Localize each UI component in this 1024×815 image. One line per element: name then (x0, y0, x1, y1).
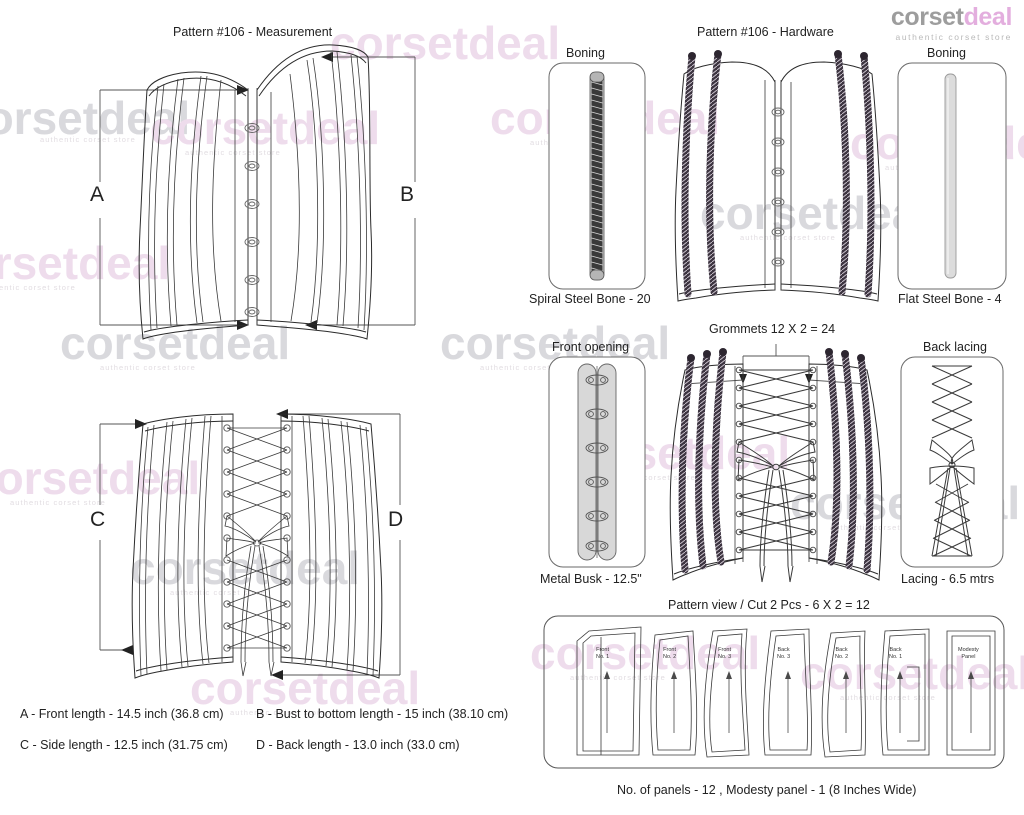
pattern-panels-box (543, 615, 1005, 775)
back-seam-lines-right (302, 415, 375, 677)
spiral-bone-box (548, 62, 646, 290)
brand-name-part1: corset (890, 3, 964, 31)
front-seam-lines-right (289, 51, 367, 331)
hardware-front-diagram (662, 50, 894, 302)
hardware-lacing-bow (736, 441, 816, 583)
hardware-lacing-cords (738, 369, 814, 551)
front-opening-header: Front opening (552, 340, 630, 354)
panel-label-back-2: Back No. 2 (835, 647, 849, 660)
measurement-d: D - Back length - 13.0 inch (33.0 cm) (256, 738, 460, 752)
flat-bone-box (897, 62, 1007, 290)
panel-label-front-2: Front No. 2 (663, 647, 677, 660)
spiral-steel-bone (589, 71, 605, 281)
lacing-box (900, 356, 1004, 568)
spiral-bone-caption: Spiral Steel Bone - 20 (529, 292, 651, 306)
front-view-diagram (85, 40, 430, 385)
panel-label-front-3: Front No. 3 (718, 647, 732, 660)
back-view-diagram (85, 400, 430, 690)
panel-label-back-1: Back No. 1 (889, 647, 903, 660)
busk-box (548, 356, 646, 568)
back-lacing-cords (226, 427, 288, 649)
hardware-busk-studs (771, 107, 785, 267)
hardware-bone-caps (688, 50, 868, 60)
boning-right-header: Boning (927, 46, 966, 60)
panel-label-front-1: Front No. 1 (596, 647, 610, 660)
measurement-a: A - Front length - 14.5 inch (36.8 cm) (20, 707, 224, 721)
measurement-b: B - Bust to bottom length - 15 inch (38.… (256, 707, 509, 721)
back-lacing-header: Back lacing (923, 340, 987, 354)
hardware-lacing-panel (734, 364, 818, 564)
metal-busk (577, 363, 617, 561)
panel-grain-arrows (604, 671, 974, 733)
back-seam-lines-left (139, 415, 212, 677)
brand-logo: corsetdeal authentic corset store (891, 5, 1012, 43)
measurement-c: C - Side length - 12.5 inch (31.75 cm) (20, 738, 228, 752)
measurement-arrows (145, 52, 333, 330)
boning-left-header: Boning (566, 46, 605, 60)
hardware-spiral-bones (681, 50, 875, 298)
lacing-sample (929, 365, 975, 557)
hardware-back-spiral-bones (678, 348, 874, 574)
brand-tagline: authentic corset store (895, 32, 1012, 42)
hardware-grommets (735, 366, 817, 554)
panel-label-back-3: Back No. 3 (777, 647, 791, 660)
hardware-back-diagram (665, 336, 887, 586)
lacing-bow (224, 515, 290, 677)
grommets-label: Grommets 12 X 2 = 24 (709, 322, 836, 336)
flat-bone-caption: Flat Steel Bone - 4 (898, 292, 1002, 306)
lacing-panel (221, 414, 293, 662)
pattern-view-title: Pattern view / Cut 2 Pcs - 6 X 2 = 12 (668, 598, 870, 612)
hardware-busk-panel (764, 80, 792, 290)
hardware-back-bone-caps (687, 348, 865, 362)
corset-front-outline (138, 44, 373, 340)
busk-studs (244, 123, 260, 317)
dimension-label-b: B (400, 183, 415, 206)
dimension-label-a: A (90, 183, 105, 206)
flat-steel-bone (944, 73, 957, 279)
panel-label-modesty: Modesty Panel (958, 647, 979, 660)
dimension-line-c (99, 423, 140, 651)
back-grommets (223, 424, 291, 652)
lacing-caption: Lacing - 6.5 mtrs (901, 572, 995, 586)
dimension-label-c: C (90, 508, 106, 531)
busk-caption: Metal Busk - 12.5" (540, 572, 642, 586)
hardware-title: Pattern #106 - Hardware (697, 25, 834, 39)
brand-name-part2: deal (963, 3, 1013, 31)
dimension-label-d: D (388, 508, 404, 531)
hardware-corset-outline (674, 61, 882, 302)
busk-panel (234, 88, 272, 325)
front-seam-lines-left (148, 75, 222, 331)
brand-name: corsetdeal (891, 5, 1012, 30)
watermark-sub: authentic corset store (0, 283, 76, 292)
grommets-bracket (684, 344, 868, 385)
pattern-view-footer: No. of panels - 12 , Modesty panel - 1 (… (617, 783, 917, 797)
measurement-title: Pattern #106 - Measurement (173, 25, 333, 39)
